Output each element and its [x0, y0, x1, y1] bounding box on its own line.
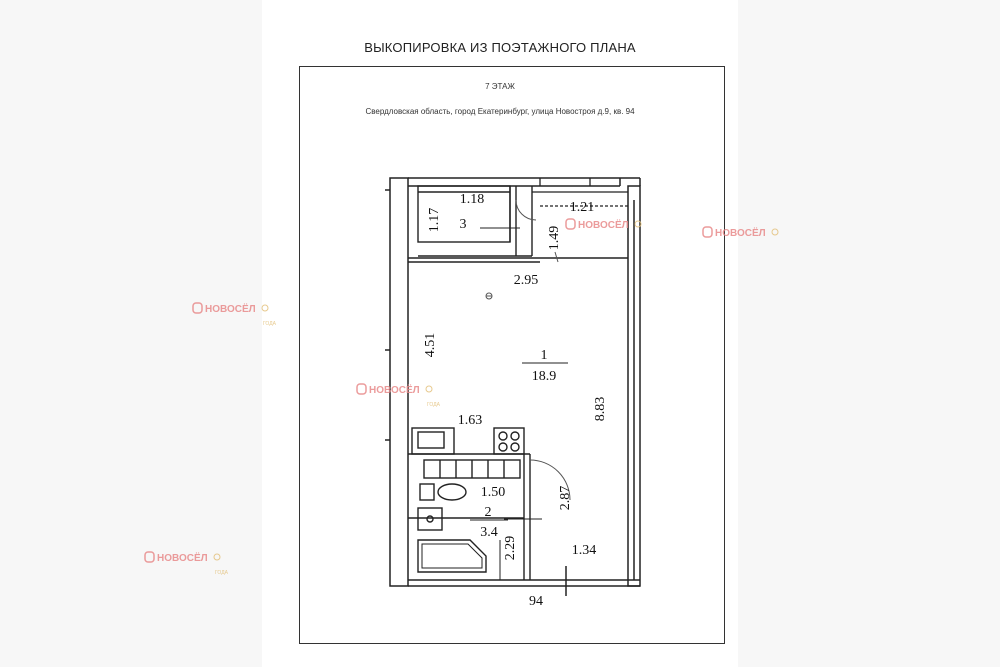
outer-walls [385, 177, 641, 587]
room-partitions [408, 199, 628, 596]
svg-text:НОВОСЁЛ: НОВОСЁЛ [205, 302, 256, 315]
dim-wc-area: 3.4 [480, 525, 498, 540]
svg-text:ГОДА: ГОДА [427, 402, 441, 408]
dim-bath-room-no: 3 [460, 217, 467, 232]
apartment-number: 94 [529, 594, 543, 609]
dim-room-top-width: 2.95 [514, 273, 539, 288]
dim-room-left-height: 4.51 [423, 333, 438, 358]
dimension-labels: 1.18 3 1.17 1.21 1.49 2.95 4.51 1 18.9 8… [423, 192, 608, 609]
dim-bath-width: 1.18 [460, 192, 485, 207]
dim-bath-height: 1.17 [427, 208, 442, 233]
dim-wc-height: 2.87 [558, 486, 573, 511]
dim-wc-room-no: 2 [485, 505, 492, 520]
dim-room-right-height: 8.83 [593, 397, 608, 422]
dim-balcony-depth: 1.49 [547, 226, 562, 251]
document-title: ВЫКОПИРОВКА ИЗ ПОЭТАЖНОГО ПЛАНА [364, 40, 636, 55]
dim-bottom-width: 1.34 [572, 543, 597, 558]
dim-room-area: 18.9 [532, 369, 557, 384]
svg-text:НОВОСЁЛ: НОВОСЁЛ [578, 218, 629, 231]
dim-room-no: 1 [541, 348, 548, 363]
bathroom-3 [417, 185, 533, 257]
floor-label: 7 ЭТАЖ [485, 82, 515, 91]
plan-frame [299, 66, 725, 644]
dim-wc-width: 1.50 [481, 485, 506, 500]
svg-text:ГОДА: ГОДА [215, 570, 229, 576]
dim-balcony-width: 1.21 [570, 200, 595, 215]
dim-kitchen-width: 1.63 [458, 413, 483, 428]
dim-shower-height: 2.29 [503, 536, 518, 561]
svg-text:НОВОСЁЛ: НОВОСЁЛ [715, 226, 766, 239]
left-margin-band [0, 0, 262, 667]
right-margin-band [738, 0, 1000, 667]
svg-text:НОВОСЁЛ: НОВОСЁЛ [369, 383, 420, 396]
svg-text:ГОДА: ГОДА [263, 321, 277, 327]
svg-text:НОВОСЁЛ: НОВОСЁЛ [157, 551, 208, 564]
watermark-logo: НОВОСЁЛ ГОДА НОВОСЁЛ ГОДА НОВОСЁЛ НОВОСЁ… [144, 218, 779, 576]
address-line: Свердловская область, город Екатеринбург… [365, 107, 635, 116]
plan-symbols [485, 251, 559, 300]
balcony [532, 178, 628, 207]
